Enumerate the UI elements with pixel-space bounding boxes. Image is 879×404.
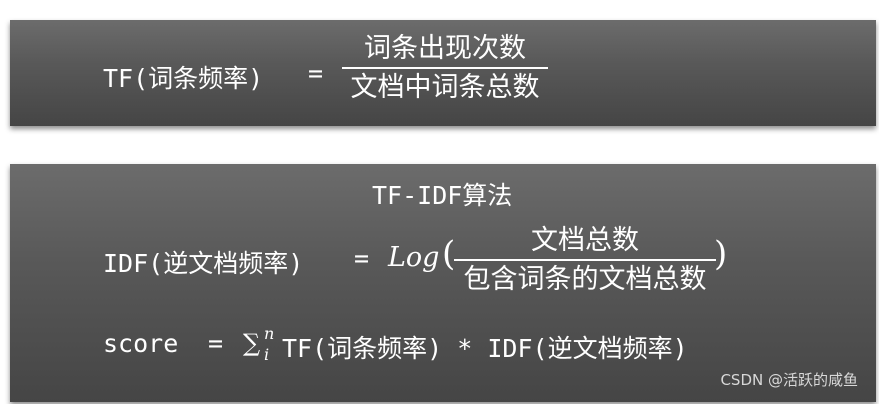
sum-symbol: ∑ <box>243 329 261 357</box>
watermark: CSDN @活跃的咸鱼 <box>720 371 858 389</box>
sum-subscript: i <box>264 345 270 364</box>
score-rhs: TF(词条频率) * IDF(逆文档频率) <box>282 334 688 363</box>
idf-equals: = <box>354 244 370 273</box>
score-equals: = <box>208 329 224 358</box>
tf-fraction: 词条出现次数 文档中词条总数 <box>342 32 548 105</box>
tf-numerator: 词条出现次数 <box>364 33 526 64</box>
tf-fraction-bar <box>342 67 548 69</box>
tf-equals: = <box>308 59 324 88</box>
tf-denominator: 文档中词条总数 <box>350 72 540 103</box>
tfidf-title: TF-IDF算法 <box>372 181 513 210</box>
idf-lhs: IDF(逆文档频率) <box>103 249 304 278</box>
tf-lhs: TF(词条频率) <box>103 64 264 93</box>
tf-formula-panel: TF(词条频率) = 词条出现次数 文档中词条总数 <box>10 20 876 126</box>
log-close-paren: ) <box>714 234 728 274</box>
score-lhs: score <box>103 329 179 358</box>
log-function: Log <box>388 242 440 273</box>
tfidf-formula-panel: TF-IDF算法 IDF(逆文档频率) = Log ( 文档总数 包含词条的文档… <box>10 164 876 402</box>
log-open-paren: ( <box>442 234 456 274</box>
idf-fraction: 文档总数 包含词条的文档总数 <box>454 224 716 297</box>
sum-superscript: n <box>264 324 275 343</box>
idf-denominator: 包含词条的文档总数 <box>463 264 707 295</box>
idf-fraction-bar <box>454 259 716 261</box>
idf-numerator: 文档总数 <box>531 225 639 256</box>
